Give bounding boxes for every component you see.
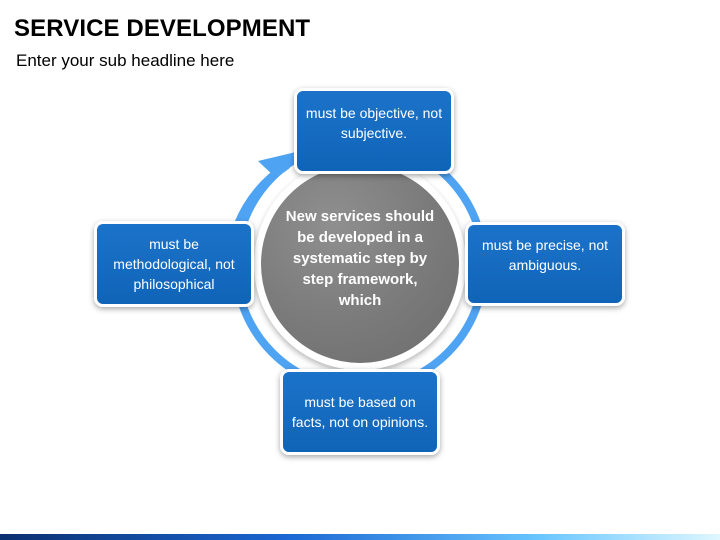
top-node: must be objective, not subjective. (294, 88, 454, 174)
left-node: must be methodological, not philosophica… (94, 221, 254, 307)
cycle-arrow-icon (258, 152, 296, 178)
slide-subtitle: Enter your sub headline here (16, 51, 235, 70)
center-circle: New services should be developed in a sy… (254, 158, 466, 370)
bottom-accent-bar (0, 534, 720, 540)
bottom-node: must be based on facts, not on opinions. (280, 369, 440, 455)
right-node: must be precise, not ambiguous. (465, 222, 625, 306)
center-text: New services should be developed in a sy… (285, 207, 435, 309)
slide-title: SERVICE DEVELOPMENT (14, 15, 311, 42)
